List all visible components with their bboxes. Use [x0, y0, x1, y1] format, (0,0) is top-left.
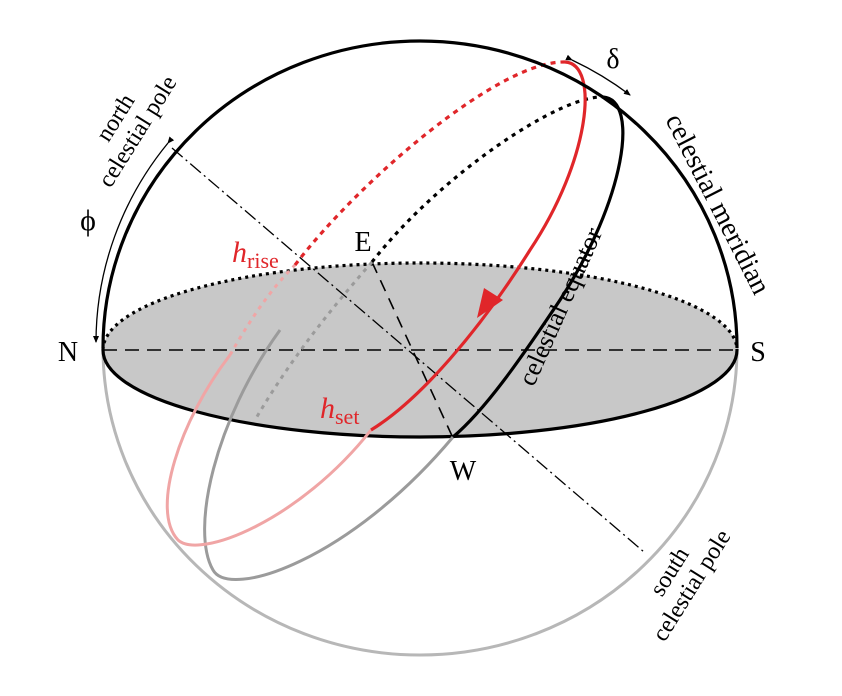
- celestial-equator-behind-horizon: [253, 261, 374, 421]
- west-point-label: W: [450, 456, 477, 487]
- celestial-equator-below-horizon: [203, 329, 455, 581]
- celestial-polar-axis: [171, 147, 645, 553]
- rise-hour-angle-label: hrise: [232, 236, 279, 273]
- rise-hour-angle-subscript: rise: [247, 248, 279, 273]
- star-path-far-side: [293, 60, 566, 266]
- set-hour-angle-label: hset: [320, 392, 359, 429]
- north-point-label: N: [58, 337, 78, 368]
- lower-celestial-sphere: [101, 347, 739, 657]
- rise-hour-angle-symbol: h: [232, 236, 247, 269]
- celestial-meridian-label: celestial meridian: [659, 109, 777, 300]
- star-path-direction-arrow: [477, 288, 503, 318]
- delta-label: δ: [606, 44, 619, 75]
- star-path-below-horizon-hidden: [228, 263, 297, 356]
- east-west-line: [371, 261, 454, 439]
- declination-angle-arc: [565, 54, 631, 96]
- set-hour-angle-subscript: set: [335, 404, 359, 429]
- south-point-label: S: [750, 337, 766, 368]
- latitude-angle-arc: [93, 136, 175, 343]
- celestial-equator-near-side: [451, 95, 625, 439]
- horizon-near-edge: [101, 349, 739, 439]
- set-hour-angle-symbol: h: [320, 392, 335, 425]
- east-point-label: E: [354, 227, 371, 258]
- phi-label: ϕ: [80, 204, 96, 237]
- star-path-below-horizon: [165, 354, 373, 547]
